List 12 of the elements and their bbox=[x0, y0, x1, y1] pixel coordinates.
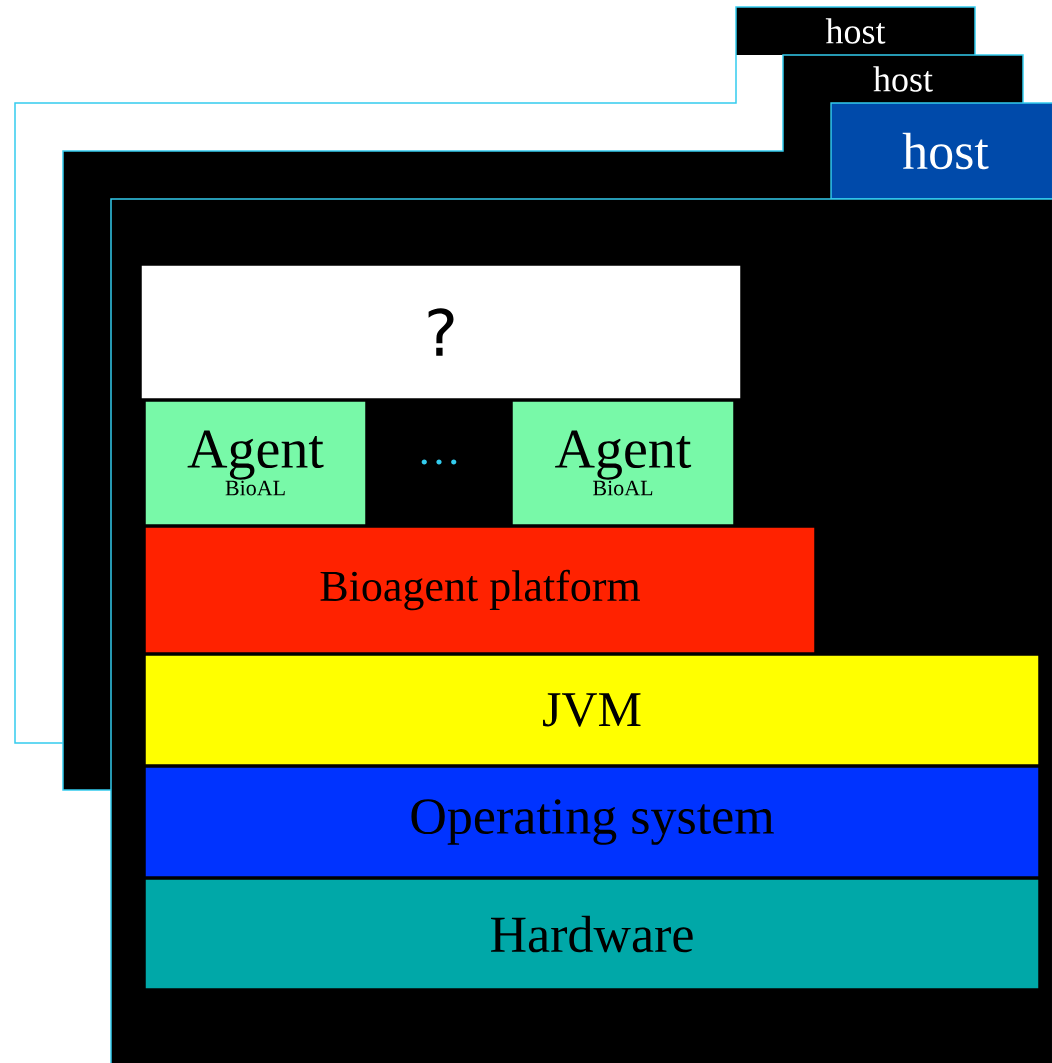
agent-box: Agent BioAL bbox=[511, 400, 735, 526]
host-tab: host bbox=[735, 6, 976, 56]
layer-box: Bioagent platform bbox=[144, 526, 816, 654]
ellipsis-label: … bbox=[421, 459, 457, 465]
question-box: ? bbox=[140, 264, 742, 400]
layer-box: Operating system bbox=[144, 766, 1040, 878]
layer-box: JVM bbox=[144, 654, 1040, 766]
agent-box: Agent BioAL bbox=[144, 400, 367, 526]
host-tab: host bbox=[782, 54, 1024, 104]
host-tab: host bbox=[830, 102, 1052, 200]
node-label: host bbox=[825, 18, 886, 44]
layer-box: Hardware bbox=[144, 878, 1040, 990]
